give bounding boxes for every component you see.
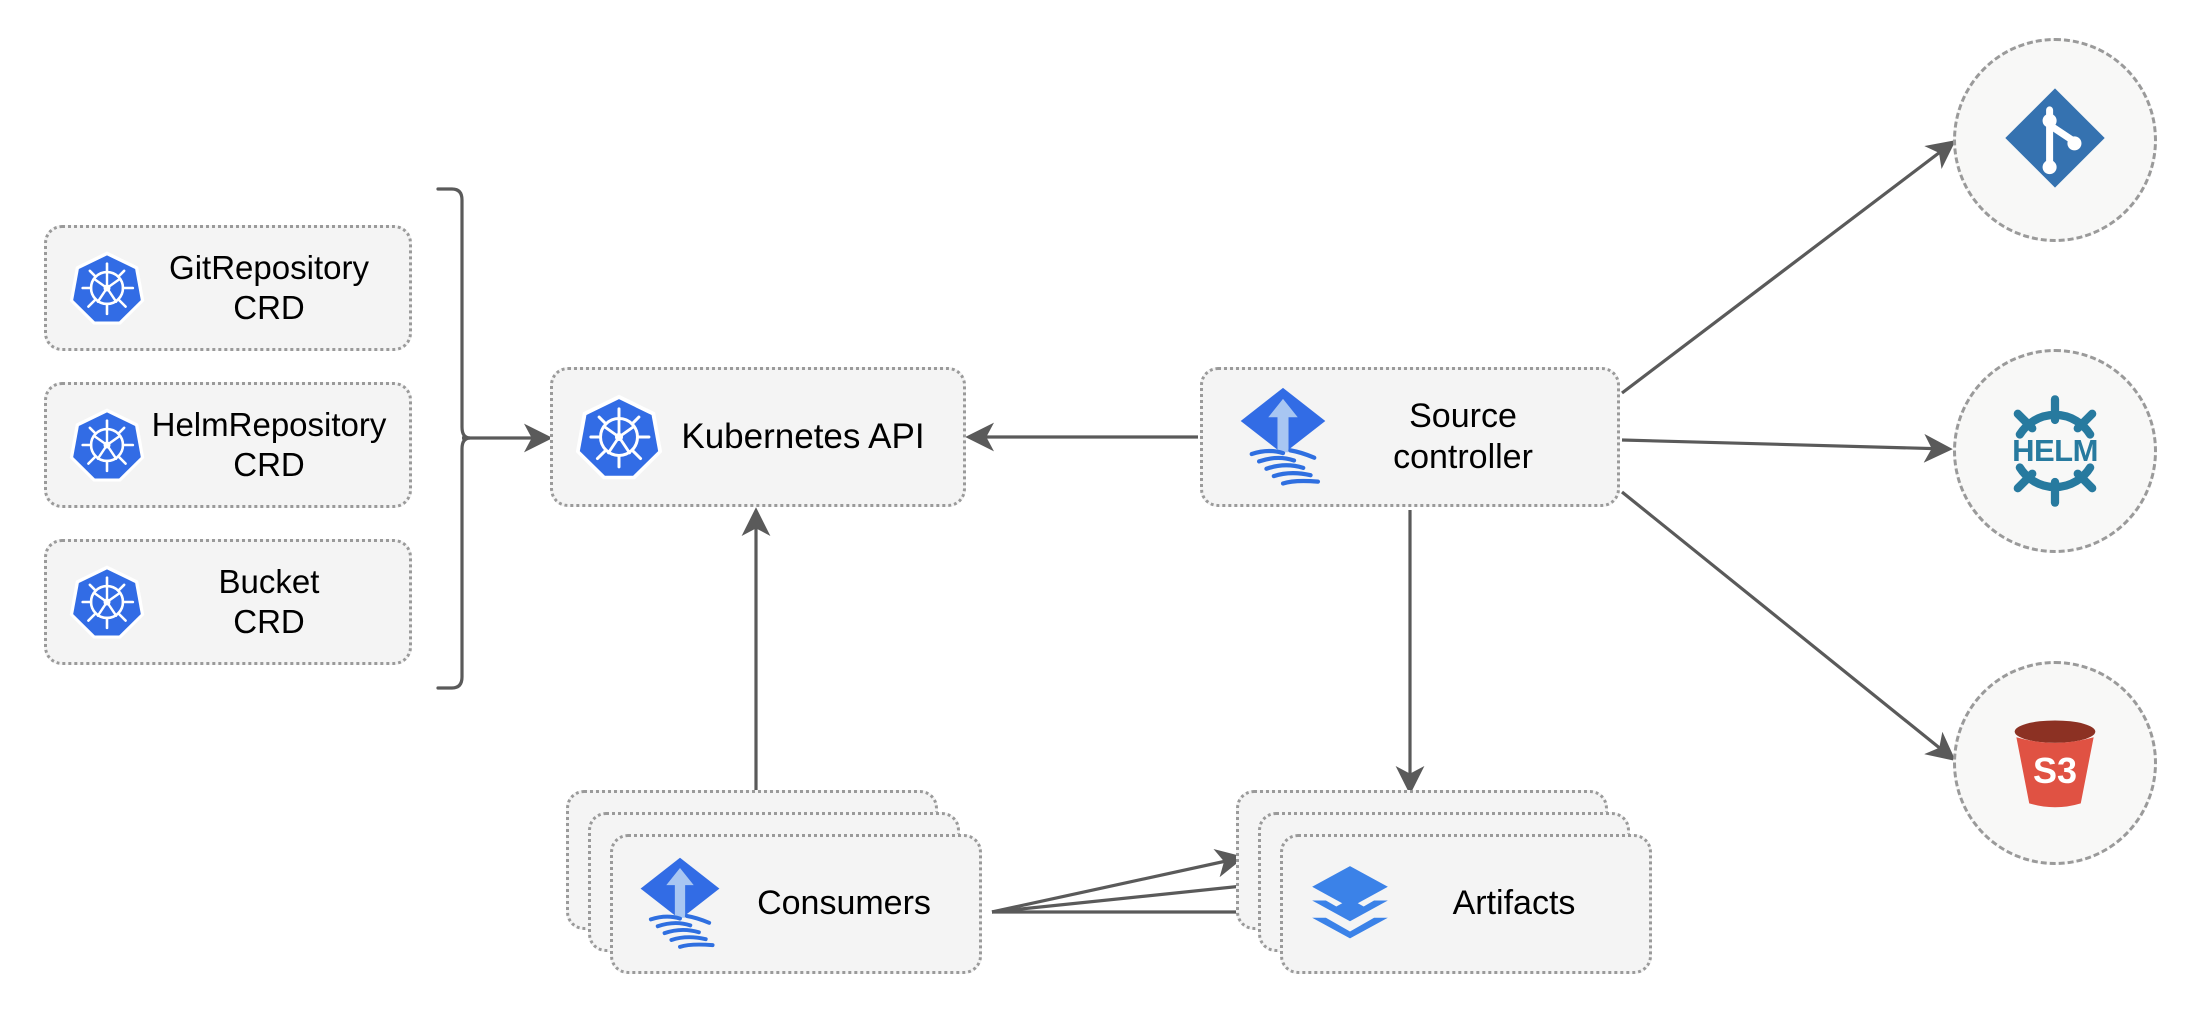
flux-icon xyxy=(637,856,723,952)
connector-source-controller-to-s3 xyxy=(1620,490,1956,762)
consumers-stack-card-front[interactable]: Consumers xyxy=(610,834,982,974)
external-s3-node[interactable]: S3 xyxy=(1953,661,2157,865)
helm-icon: HELM xyxy=(1993,389,2117,513)
kubernetes-icon xyxy=(575,393,663,481)
flux-icon xyxy=(1237,387,1329,487)
kubernetes-icon xyxy=(69,250,145,326)
artifacts-stack-card-front[interactable]: Artifacts xyxy=(1280,834,1652,974)
kubernetes-icon xyxy=(69,407,145,483)
source-controller-node[interactable]: Source controller xyxy=(1200,367,1620,507)
connector-consumers-to-artifacts-1 xyxy=(991,849,1245,914)
s3-wordmark: S3 xyxy=(2032,750,2078,791)
crd-label-bucket: Bucket CRD xyxy=(218,562,320,640)
consumers-node[interactable]: Consumers xyxy=(566,790,986,980)
crd-grouping-brace xyxy=(436,187,471,690)
external-git-node[interactable] xyxy=(1953,38,2157,242)
helm-wordmark: HELM xyxy=(2012,433,2098,468)
crd-label-gitrepository: GitRepository CRD xyxy=(169,248,369,326)
s3-bucket-icon: S3 xyxy=(1999,707,2111,819)
connector-source-controller-to-git xyxy=(1621,140,1956,395)
consumers-label: Consumers xyxy=(757,884,931,923)
artifacts-node[interactable]: Artifacts xyxy=(1236,790,1656,980)
kubernetes-api-label: Kubernetes API xyxy=(681,416,925,456)
kubernetes-api-node[interactable]: Kubernetes API xyxy=(550,367,966,507)
layers-icon xyxy=(1307,856,1393,952)
crd-box-gitrepository[interactable]: GitRepository CRD xyxy=(44,225,412,351)
external-helm-node[interactable]: HELM xyxy=(1953,349,2157,553)
kubernetes-icon xyxy=(69,564,145,640)
source-controller-label: Source controller xyxy=(1393,396,1533,476)
crd-box-bucket[interactable]: Bucket CRD xyxy=(44,539,412,665)
artifacts-label: Artifacts xyxy=(1452,884,1576,923)
connector-source-controller-to-helm xyxy=(1621,433,1953,463)
crd-box-helmrepository[interactable]: HelmRepository CRD xyxy=(44,382,412,508)
git-icon xyxy=(2001,84,2109,197)
connector-consumers-to-artifacts-2 xyxy=(991,872,1267,914)
crd-label-helmrepository: HelmRepository CRD xyxy=(151,405,387,483)
